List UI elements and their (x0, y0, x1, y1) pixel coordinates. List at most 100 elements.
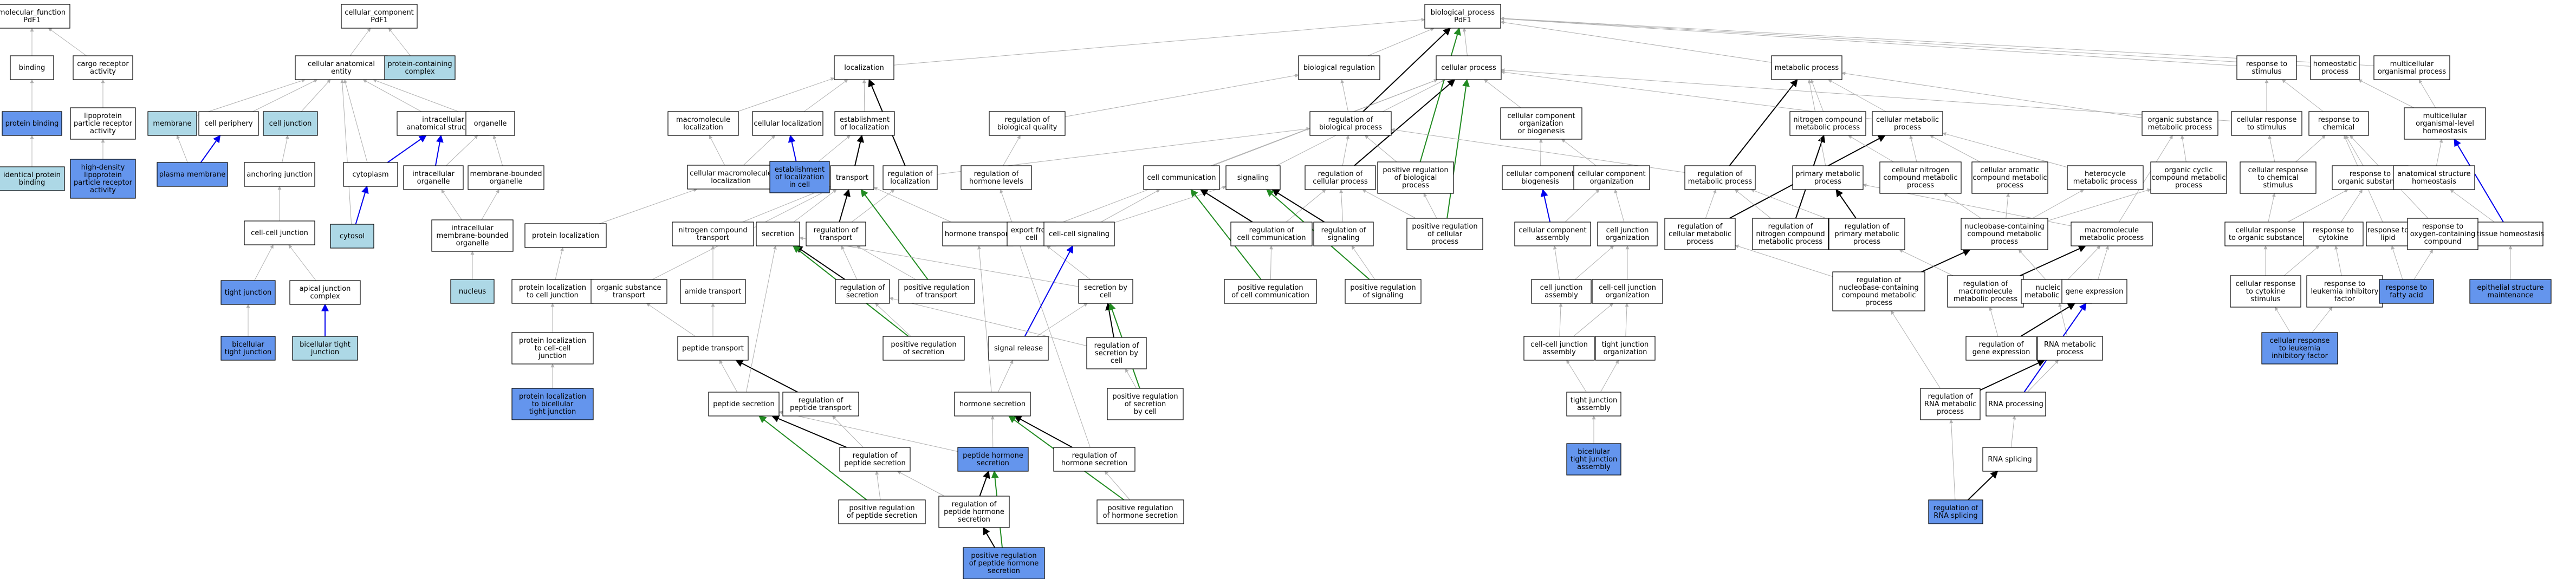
edge-nucacidmet-to-ncbmet (2018, 249, 2046, 280)
node-box (1595, 336, 1656, 361)
node-box (1313, 222, 1374, 246)
node-label-line: positive regulation (1412, 223, 1477, 231)
node-label-line: regulation of (1328, 116, 1373, 124)
edge-cytoplasm-to-ias (387, 135, 427, 163)
node-box (989, 111, 1066, 136)
node-box (147, 111, 197, 136)
node-anchjunc: anchoring junction (244, 162, 315, 187)
node-label-line: cytokine (2318, 234, 2348, 242)
node-label-line: or biogenesis (1518, 127, 1565, 135)
node-label-line: process (2056, 348, 2084, 356)
node-hormsec: hormone secretion (954, 392, 1031, 417)
node-peptrans: peptide transport (677, 336, 749, 361)
node-box (806, 222, 866, 246)
node-box (1500, 107, 1582, 140)
edge-regtrans-to-transport (839, 188, 851, 223)
node-label-line: establishment (775, 166, 825, 174)
node-label-line: hormone secretion (959, 400, 1026, 408)
node-label-line: cell periphery (204, 120, 253, 128)
node-label-line: regulation of (888, 170, 933, 178)
node-label-line: localization (890, 178, 930, 186)
node-box (1832, 271, 1925, 311)
edge-reggeneexp-to-regmacromet (1989, 307, 1998, 337)
node-label-line: process (1894, 123, 1921, 132)
node-label-line: cell-cell junction (1599, 284, 1656, 292)
edge-cjassem-to-cjorg (1574, 245, 1614, 280)
node-box (450, 279, 495, 304)
node-box (341, 4, 418, 29)
edge-posregtrans-to-transport (860, 188, 929, 280)
node-box (384, 55, 456, 80)
node-label-line: protein localization (532, 232, 599, 240)
node-label-line: regulation of (799, 396, 843, 405)
node-label-line: organismal-level (2416, 120, 2474, 128)
node-box (1928, 499, 1983, 524)
node-label-line: regulation of (1963, 280, 2008, 288)
edge-reghormlev-to-regbq (1003, 135, 1021, 166)
edge-regsig-to-signaling (1271, 189, 1325, 223)
edge-ccjassem-to-ccjorg (1573, 303, 1614, 337)
node-box (2310, 55, 2360, 80)
node-box (157, 162, 228, 187)
node-box (680, 279, 746, 304)
edge-orgcycmet-to-orgsubmet (2181, 135, 2186, 162)
edge-posregcp-to-regcellproc (1362, 189, 1416, 219)
node-label-line: transport (820, 234, 852, 242)
node-box (70, 107, 136, 140)
edge-pcc-to-cc (388, 28, 411, 56)
node-box (687, 165, 775, 190)
edge-regpeptrans-to-peptrans (735, 360, 798, 393)
node-box (1523, 336, 1595, 361)
edge-nucacidmet-to-macromet (2067, 245, 2101, 280)
node-label-line: membrane-bounded (470, 170, 542, 178)
edge-cellrespleuk-to-respleuk (2312, 307, 2333, 333)
node-label-line: regulation of (1768, 223, 1813, 231)
edge-ccassem-to-ccorg (1565, 189, 1600, 223)
node-label-line: to organic substance (2229, 234, 2302, 242)
edge-posregcc-to-cellcomm (1190, 188, 1262, 280)
node-box (1985, 392, 2046, 417)
node-label-line: response to (2422, 223, 2463, 231)
node-label-line: metabolic process (1954, 295, 2018, 303)
node-label-line: organization (1520, 120, 1563, 128)
node-box (1965, 336, 2037, 361)
edge-cellaromet-to-cellmetproc (1929, 135, 1981, 162)
node-label-line: junction (310, 348, 339, 356)
edge-secretion-to-transport (793, 189, 837, 223)
edge-regncbmet-to-regcellmet (1735, 244, 1833, 277)
node-box (1078, 279, 1133, 304)
node-label-line: response to (2386, 284, 2427, 292)
node-label-line: positive regulation (1107, 504, 1173, 512)
node-box (963, 547, 1045, 579)
node-label-line: organelle (474, 120, 507, 128)
edge-membound-to-organelle (492, 135, 503, 166)
edge-cellrespchem-to-respchem (2295, 135, 2326, 162)
node-label-line: positive regulation (1350, 284, 1416, 292)
node-label-line: regulation of (1928, 393, 1973, 401)
edge-estloccell-to-estloc (818, 135, 851, 162)
node-label-line: intracellular (451, 224, 494, 232)
node-label-line: to leukemia (2279, 344, 2320, 353)
node-label-line: PdF1 (1454, 16, 1471, 24)
node-box (1879, 161, 1962, 194)
